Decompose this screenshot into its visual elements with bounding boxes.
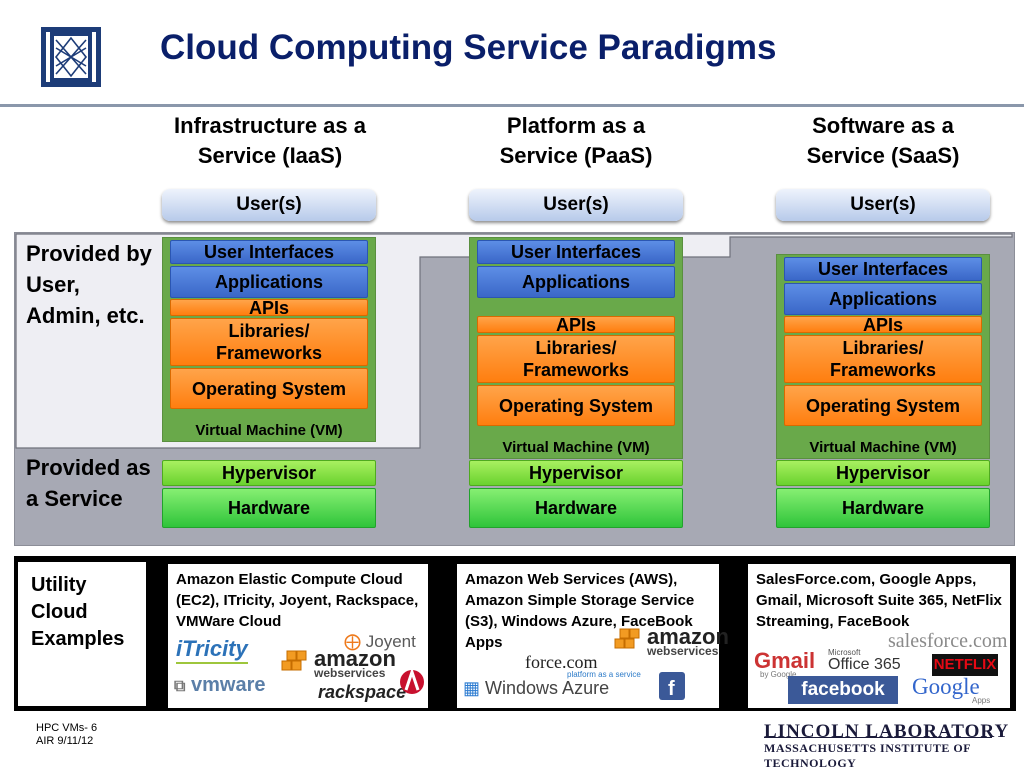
saas-heading-line2: Service (SaaS) [806,143,960,168]
iaas-examples-box: Amazon Elastic Compute Cloud (EC2), ITri… [168,564,428,708]
iaas-libraries-line2: Frameworks [215,343,323,363]
author-date: AIR 9/11/12 [36,735,94,747]
iaas-user-interfaces: User Interfaces [170,240,368,264]
facebook-logo: facebook [788,676,898,704]
gmail-logo: Gmail [754,648,816,673]
aws-cubes-icon-paas [614,628,640,649]
paas-examples-text: Amazon Web Services (AWS), Amazon Simple… [465,571,695,651]
paas-libraries: Libraries/ Frameworks [477,335,675,383]
mit-ll-logo-icon [41,27,101,87]
footer-rule [764,737,992,738]
paas-hardware: Hardware [469,488,683,528]
salesforce-logo: salesforce.com [888,630,1008,652]
paas-hypervisor: Hypervisor [469,460,683,486]
page-title: Cloud Computing Service Paradigms [160,28,777,67]
slide-footer: HPC VMs- 6 AIR 9/11/12 [36,722,97,748]
joyent-logo: ⨁ Joyent [344,632,416,651]
saas-examples-text: SalesForce.com, Google Apps, Gmail, Micr… [756,571,1002,630]
iaas-applications: Applications [170,266,368,298]
saas-heading-line1: Software as a [812,113,954,138]
paas-users-box: User(s) [469,189,683,221]
force-subtitle: platform as a service [567,670,641,679]
saas-vm-label: Virtual Machine (VM) [809,439,957,456]
iaas-apis: APIs [170,298,368,318]
mit-name: MASSACHUSETTS INSTITUTE OF TECHNOLOGY [764,741,971,770]
paas-operating-system: Operating System [477,385,675,426]
itricity-logo: iTricity [176,636,248,664]
svg-text:f: f [668,678,675,700]
slide-number: HPC VMs- 6 [36,722,98,734]
iaas-libraries: Libraries/ Frameworks [170,318,368,366]
amazon-logo-text: amazon [314,646,396,671]
rackspace-logo: rackspace [318,682,407,702]
saas-users-box: User(s) [776,189,990,221]
aws-webservices-text: webservices [647,644,719,658]
paas-apis: APIs [477,315,675,335]
paas-libraries-line2: Frameworks [522,360,630,380]
paas-heading-line2: Service (PaaS) [499,143,653,168]
paas-heading: Platform as a Service (PaaS) [446,111,706,171]
aws-amazon-text: amazon [647,624,729,649]
aws-cubes-icon [281,650,307,671]
saas-user-interfaces: User Interfaces [784,257,982,281]
amazon-cloud-logo: amazon webservices [280,646,396,683]
paas-user-interfaces: User Interfaces [477,240,675,264]
amazon-webservices-text: webservices [314,666,386,680]
windows-azure-text: Windows Azure [485,678,610,698]
saas-hypervisor: Hypervisor [776,460,990,486]
paas-applications: Applications [477,266,675,298]
saas-operating-system: Operating System [784,385,982,426]
rackspace-emblem-icon [400,667,424,694]
lincoln-lab-name: LINCOLN LABORATORY [764,721,1010,742]
saas-libraries-line1: Libraries/ [842,338,924,358]
paas-examples-box: Amazon Web Services (AWS), Amazon Simple… [457,564,729,708]
google-apps-subtitle: Apps [972,696,991,705]
iaas-examples-text: Amazon Elastic Compute Cloud (EC2), ITri… [176,571,419,630]
vmware-logo-text: vmware [191,674,266,696]
iaas-hypervisor: Hypervisor [162,460,376,486]
vmware-logo: ⧉ vmware [174,674,266,696]
saas-libraries-line2: Frameworks [829,360,937,380]
saas-heading: Software as a Service (SaaS) [753,111,1013,171]
service-provided-label: Provided as a Service [26,455,151,511]
examples-label-line2: Cloud [31,601,88,623]
netflix-logo: NETFLIX [932,654,998,676]
title-divider [0,104,1024,107]
saas-libraries: Libraries/ Frameworks [784,335,982,383]
iaas-hardware: Hardware [162,488,376,528]
office-prefix: Microsoft [828,648,861,657]
joyent-logo-text: Joyent [365,632,416,651]
iaas-heading: Infrastructure as a Service (IaaS) [140,111,400,171]
saas-apis: APIs [784,315,982,335]
paas-heading-line1: Platform as a [506,113,646,138]
office-logo: Office 365 [828,656,901,673]
iaas-vm-label: Virtual Machine (VM) [195,422,343,439]
paas-vm-label: Virtual Machine (VM) [502,439,650,456]
examples-label-box [18,562,146,706]
examples-label: Utility Cloud Examples [31,572,124,653]
facebook-apps-icon: f [659,672,685,700]
iaas-libraries-line1: Libraries/ [228,321,310,341]
google-apps-logo: Google [912,674,980,699]
saas-examples-box: SalesForce.com, Google Apps, Gmail, Micr… [748,564,1010,708]
gmail-subtitle: by Google [760,670,797,679]
saas-hardware: Hardware [776,488,990,528]
iaas-operating-system: Operating System [170,368,368,409]
iaas-heading-line2: Service (IaaS) [197,143,343,168]
force-logo: force.com [525,652,598,672]
examples-label-line1: Utility [31,574,87,596]
user-provided-label: Provided by User, Admin, etc. [26,241,152,328]
windows-azure-logo: ▦ Windows Azure [463,678,610,698]
aws-logo: amazon webservices [613,624,729,661]
iaas-heading-line1: Infrastructure as a [174,113,366,138]
examples-label-line3: Examples [31,628,125,650]
iaas-users-box: User(s) [162,189,376,221]
saas-applications: Applications [784,283,982,315]
paas-libraries-line1: Libraries/ [535,338,617,358]
